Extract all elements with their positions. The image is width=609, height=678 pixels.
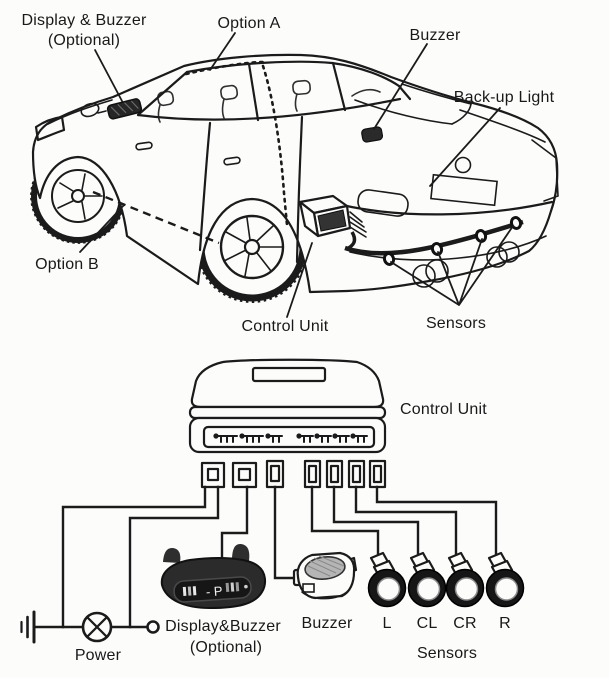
car-rear-details xyxy=(340,109,559,288)
option-a-route xyxy=(184,60,289,227)
plug-sensor-cr xyxy=(347,459,366,489)
leader-option-a xyxy=(209,32,236,71)
sensor-cl xyxy=(407,551,447,608)
label-buzzer-car: Buzzer xyxy=(410,27,461,44)
shelf-buzzer-device xyxy=(361,126,384,143)
plug-power xyxy=(200,461,226,489)
label-power: Power xyxy=(75,647,122,664)
car-seats xyxy=(157,79,381,123)
car-front-details xyxy=(34,99,113,142)
leader-control-unit xyxy=(286,242,313,318)
wire-display xyxy=(220,485,249,568)
power-lamp-icon xyxy=(81,611,113,643)
sensor-r xyxy=(485,551,525,608)
wire-power-b xyxy=(128,485,220,629)
control-unit-box xyxy=(188,358,387,454)
plug-display xyxy=(231,461,258,489)
label-channel-l: L xyxy=(382,615,391,632)
label-display-buzzer: Display & Buzzer xyxy=(21,12,146,29)
leader-option-b xyxy=(79,204,125,253)
buzzer-device xyxy=(292,551,358,600)
label-display-buzzer-schematic: Display&Buzzer xyxy=(165,618,281,635)
plug-sensor-l xyxy=(303,459,322,489)
dash-display-device xyxy=(106,98,143,120)
car-body-outline xyxy=(31,53,559,294)
label-display-buzzer-note: (Optional) xyxy=(48,32,120,49)
wire-sensor-cl xyxy=(332,485,420,570)
connector-plugs xyxy=(200,459,387,489)
label-channel-r: R xyxy=(499,615,511,632)
bumper-sensor-dots xyxy=(382,216,523,266)
label-option-b: Option B xyxy=(35,256,99,273)
display-terminal-icon xyxy=(146,620,160,634)
display-device: - P xyxy=(160,543,267,610)
leader-display-buzzer xyxy=(94,49,123,102)
plug-sensor-cl xyxy=(325,459,344,489)
wire-sensor-r xyxy=(375,485,498,570)
car-greenhouse xyxy=(136,60,472,125)
plug-buzzer xyxy=(265,459,285,489)
ground-symbol-icon xyxy=(20,610,36,644)
label-channel-cr: CR xyxy=(453,615,477,632)
connector-pin-icons xyxy=(213,433,368,443)
wiring-schematic: Control Unit xyxy=(20,358,525,664)
sensor-cr xyxy=(445,551,485,608)
label-sensors-schematic: Sensors xyxy=(417,645,477,662)
leader-sensors-fan xyxy=(390,225,514,306)
option-b-route xyxy=(92,190,220,245)
plug-sensor-r xyxy=(368,459,387,489)
wire-buzzer xyxy=(273,485,299,580)
label-option-a: Option A xyxy=(218,15,281,32)
label-backup-light: Back-up Light xyxy=(454,89,555,106)
sensor-l xyxy=(367,551,407,608)
wire-sensor-l xyxy=(310,485,380,570)
bumper-harness-cable xyxy=(344,219,524,256)
wire-power-a xyxy=(61,485,207,629)
label-control-unit-schematic: Control Unit xyxy=(400,401,487,418)
leader-buzzer xyxy=(373,43,428,130)
label-buzzer-schematic: Buzzer xyxy=(302,615,353,632)
car-illustration: Display & Buzzer (Optional) Option A Buz… xyxy=(21,12,559,335)
leader-backup-light xyxy=(429,107,501,187)
trunk-control-unit xyxy=(298,194,367,251)
label-display-buzzer-note-schematic: (Optional) xyxy=(190,639,262,656)
wire-sensor-cr xyxy=(354,485,458,570)
display-readout: - P xyxy=(205,583,223,599)
label-channel-cl: CL xyxy=(417,615,438,632)
label-sensors-car: Sensors xyxy=(426,315,486,332)
label-control-unit-car: Control Unit xyxy=(242,318,329,335)
car-door-lines xyxy=(135,115,304,264)
